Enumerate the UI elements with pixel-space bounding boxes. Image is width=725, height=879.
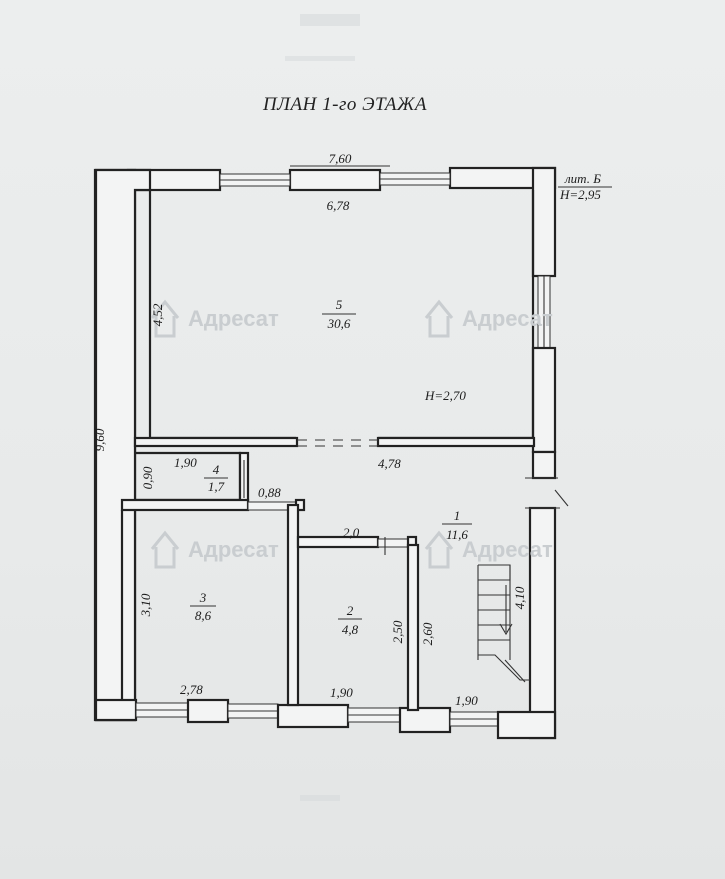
watermark-2: Адресат (424, 299, 553, 338)
dim-room5-height: 4,52 (150, 303, 165, 326)
dim-stair: 4,10 (512, 586, 527, 609)
room-2-label: 2 4,8 (338, 603, 362, 637)
watermark-3: Адресат (150, 530, 279, 569)
dim-room4-height: 0,90 (140, 466, 155, 489)
dim-room1-side: 2,60 (420, 622, 435, 645)
room-5-number: 5 (336, 297, 343, 312)
room-3-number: 3 (199, 590, 207, 605)
faint-header-marks (285, 14, 360, 61)
room-1-area: 11,6 (446, 527, 468, 542)
room-4-number: 4 (213, 462, 220, 477)
house-logo-icon (150, 299, 180, 338)
svg-text:Адресат: Адресат (188, 306, 279, 331)
faint-footer-mark (300, 795, 340, 801)
room-5-area: 30,6 (327, 316, 351, 331)
plan-title: ПЛАН 1-го ЭТАЖА (262, 94, 427, 115)
lit-label: лит. Б H=2,95 (558, 171, 612, 202)
dim-room3-bottom: 2,78 (180, 682, 203, 697)
room-2-number: 2 (347, 603, 354, 618)
svg-text:Адресат: Адресат (462, 306, 553, 331)
room-4-label: 4 1,7 (204, 462, 228, 494)
room-3-area: 8,6 (195, 608, 212, 623)
room-2-area: 4,8 (342, 622, 359, 637)
lit-name: лит. Б (564, 171, 601, 186)
dim-corridor: 4,78 (378, 456, 401, 471)
dim-room2-width: 2,0 (343, 525, 360, 540)
outer-walls (93, 166, 557, 740)
room-1-label: 1 11,6 (442, 508, 472, 542)
interior-walls (120, 190, 569, 712)
staircase (477, 564, 530, 683)
dim-door-gap: 0,88 (258, 485, 281, 500)
dim-room1-bottom: 1,90 (455, 693, 478, 708)
house-logo-icon (424, 530, 454, 569)
watermark-1: Адресат (150, 299, 279, 338)
house-logo-icon (424, 299, 454, 338)
room-4-area: 1,7 (208, 479, 225, 494)
svg-text:Адресат: Адресат (462, 537, 553, 562)
svg-text:Адресат: Адресат (188, 537, 279, 562)
room-1-number: 1 (454, 508, 461, 523)
room-5-label: 5 30,6 (322, 297, 356, 331)
dim-room2-bottom: 1,90 (330, 685, 353, 700)
lit-height: H=2,95 (559, 187, 601, 202)
dim-top-inner: 6,78 (327, 198, 350, 213)
dim-room4-width: 1,90 (174, 455, 197, 470)
house-logo-icon (150, 530, 180, 569)
dim-room5-ceiling: H=2,70 (424, 388, 466, 403)
dim-left-outer: 9,60 (92, 428, 107, 451)
dim-room2-side: 2,50 (390, 620, 405, 643)
dim-room3-height: 3,10 (138, 593, 153, 617)
dim-top-outer: 7,60 (329, 151, 352, 166)
watermark-4: Адресат (424, 530, 553, 569)
dimension-labels: 7,60 6,78 9,60 4,52 H=2,70 4,78 1,90 0,9… (92, 151, 527, 708)
room-3-label: 3 8,6 (190, 590, 216, 623)
